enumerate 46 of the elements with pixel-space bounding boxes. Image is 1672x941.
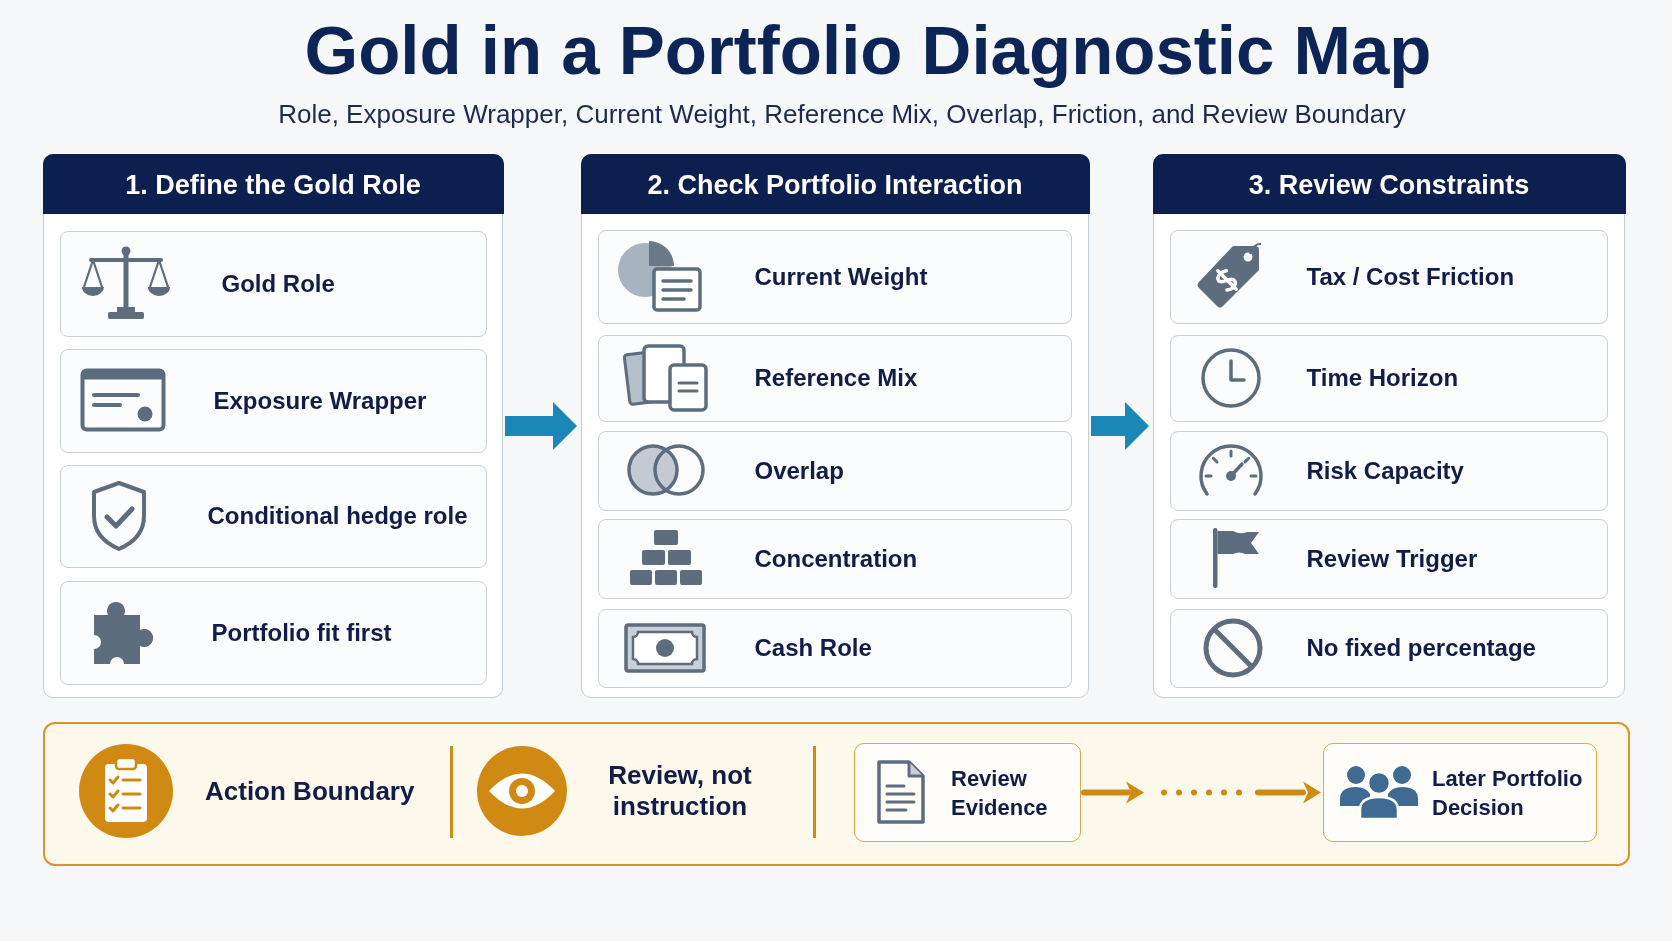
item-card [597, 608, 1072, 688]
subtitle: Role, Exposure Wrapper, Current Weight, Reference Mix, Overlap, Friction, and Review Boundary [278, 98, 1406, 130]
item-card [597, 334, 1072, 422]
item-label: Risk Capacity [1306, 456, 1464, 485]
item-label: Exposure Wrapper [213, 386, 427, 415]
item-card [1169, 334, 1608, 422]
item-card [597, 430, 1072, 511]
item-label: Portfolio fit first [211, 618, 392, 647]
item-card [59, 230, 487, 337]
step-card [854, 743, 1081, 842]
item-label: Time Horizon [1306, 364, 1459, 392]
dotted-arrow [1081, 781, 1324, 804]
item-label: Gold Role [221, 269, 335, 298]
section-panel [581, 154, 1089, 698]
note-label: Review, not instruction [607, 760, 753, 822]
step-label: Later Portfolio Decision [1432, 764, 1584, 822]
section-header: 2. Check Portfolio Interaction [580, 153, 1090, 214]
title: Gold in a Portfolio Diagnostic Map [304, 12, 1432, 90]
flow-arrow [505, 402, 577, 450]
section-header: 1. Define the Gold Role [42, 153, 504, 214]
item-label: Review Trigger [1306, 544, 1478, 573]
item-label: Conditional hedge role [207, 502, 468, 530]
boundary-heading: Action Boundary [205, 775, 415, 807]
section-header: 3. Review Constraints [1152, 153, 1626, 214]
item-label: Tax / Cost Friction [1306, 262, 1515, 291]
item-card [597, 229, 1072, 324]
boundary-band [43, 722, 1630, 866]
item-card [1169, 229, 1608, 324]
section-panel [1153, 154, 1625, 698]
flow-arrow [1091, 402, 1149, 450]
item-card [1169, 608, 1608, 688]
item-label: No fixed percentage [1306, 634, 1536, 662]
step-card [1323, 743, 1597, 842]
section-panel [43, 154, 503, 698]
item-card [597, 518, 1072, 599]
item-label: Overlap [754, 456, 844, 485]
item-card [59, 580, 487, 685]
item-card [1169, 430, 1608, 511]
item-label: Current Weight [754, 262, 928, 291]
item-card [59, 464, 487, 568]
item-label: Concentration [754, 544, 918, 573]
item-label: Cash Role [754, 634, 872, 662]
item-card [59, 348, 487, 453]
item-label: Reference Mix [754, 364, 918, 392]
item-card [1169, 518, 1608, 599]
step-label: Review Evidence [951, 764, 1049, 822]
